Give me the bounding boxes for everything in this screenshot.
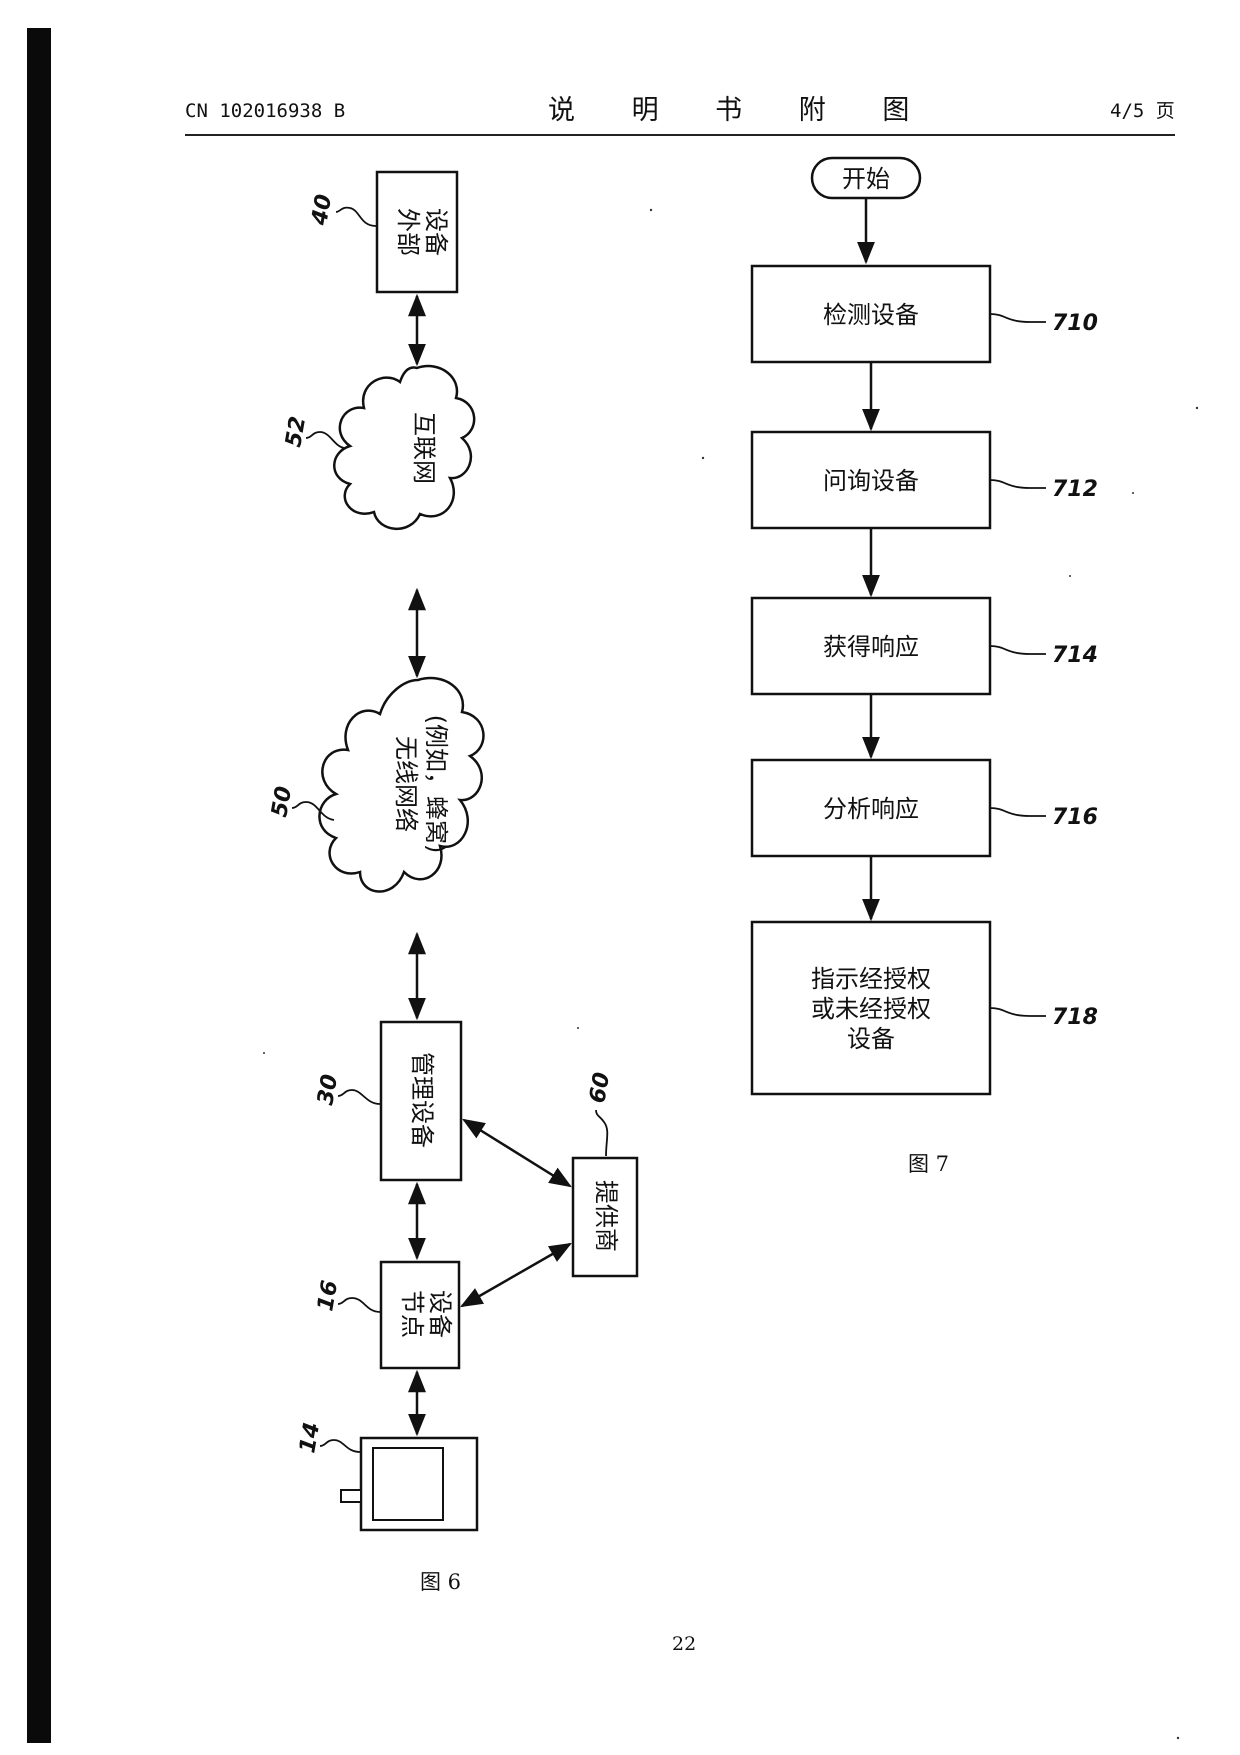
flow-ref-710: 710 [1052,311,1098,336]
link-node-provider [460,1242,572,1308]
ref-40: 40 [307,193,337,228]
ref-50-leader [291,801,335,821]
fig6-diagram: 外部 设备 40 互联网 52 无线网络 (例如，蜂窝) 50 管理设备 30 … [267,170,639,1532]
scan-specks [263,208,1199,1740]
ref-16: 16 [313,1279,343,1314]
ref-52: 52 [281,415,311,450]
patent-number: CN 102016938 B [185,100,346,122]
management-device-label: 管理设备 [408,1052,436,1148]
ref-14-leader [319,1439,361,1453]
fig6-caption: 图 6 [420,1570,462,1594]
start-label: 开始 [842,165,890,193]
flow-steps: 检测设备 710 问询设备 712 获得响应 714 分析响应 716 指示经授权或未经授权设备… [750,264,1098,1096]
handset-icon [340,1436,479,1532]
flow-ref-leader-716 [989,807,1046,817]
scan-edge-bar [27,28,51,1743]
flow-step-label-716: 分析响应 [823,795,919,823]
ref-50: 50 [267,785,297,820]
flow-step-box-712 [750,430,992,530]
ref-52-leader [305,431,345,449]
ref-16-leader [337,1297,381,1313]
node-device-box [379,1260,461,1370]
management-device-box [379,1020,463,1182]
provider-box [571,1156,639,1278]
flow-step-label-718: 指示经授权 [811,965,931,993]
flow-ref-716: 716 [1052,805,1098,830]
ref-40-leader [335,206,377,227]
fig7-flowchart: 开始 检测设备 710 问询设备 712 获得响应 714 分析响应 716 指示经授权或未经授… [750,156,1098,1096]
flow-ref-leader-718 [989,1007,1046,1017]
ref-30-leader [337,1089,381,1105]
page-title: 说 明 书 附 图 [548,95,934,126]
flow-ref-718: 718 [1052,1005,1098,1030]
flow-step-label-710: 检测设备 [823,301,919,329]
internet-cloud [333,365,476,531]
external-device-label-1: 外部 [394,208,422,256]
flow-ref-leader-710 [989,313,1046,323]
wireless-label-2: (例如，蜂窝) [422,715,450,854]
page-number: 22 [672,1633,697,1655]
flow-step-label-714: 获得响应 [823,633,919,661]
flow-ref-leader-712 [989,479,1046,489]
flow-step-box-714 [750,596,992,696]
node-device-label-1: 节点 [398,1290,426,1338]
ref-60-leader [595,1109,609,1157]
page-of: 4/5 页 [1110,100,1175,122]
external-device-box [375,170,459,294]
flow-ref-712: 712 [1052,477,1098,502]
wireless-cloud [318,677,485,893]
flow-ref-leader-714 [989,645,1046,655]
flow-step-label-718: 或未经授权 [811,995,931,1023]
node-device-label-2: 设备 [426,1290,454,1338]
internet-label: 互联网 [410,412,438,484]
ref-60: 60 [585,1071,615,1106]
provider-label: 提供商 [592,1180,620,1252]
flow-ref-714: 714 [1052,643,1098,668]
link-management-provider [462,1118,572,1188]
wireless-label-1: 无线网络 [392,736,420,832]
external-device-label-2: 设备 [422,208,450,256]
flow-step-label-718: 设备 [847,1025,895,1053]
flow-step-box-718 [750,920,992,1096]
header-rule [185,134,1175,136]
fig7-caption: 图 7 [908,1152,950,1176]
ref-30: 30 [313,1073,343,1108]
ref-14: 14 [295,1421,325,1456]
flow-step-label-712: 问询设备 [823,467,919,495]
